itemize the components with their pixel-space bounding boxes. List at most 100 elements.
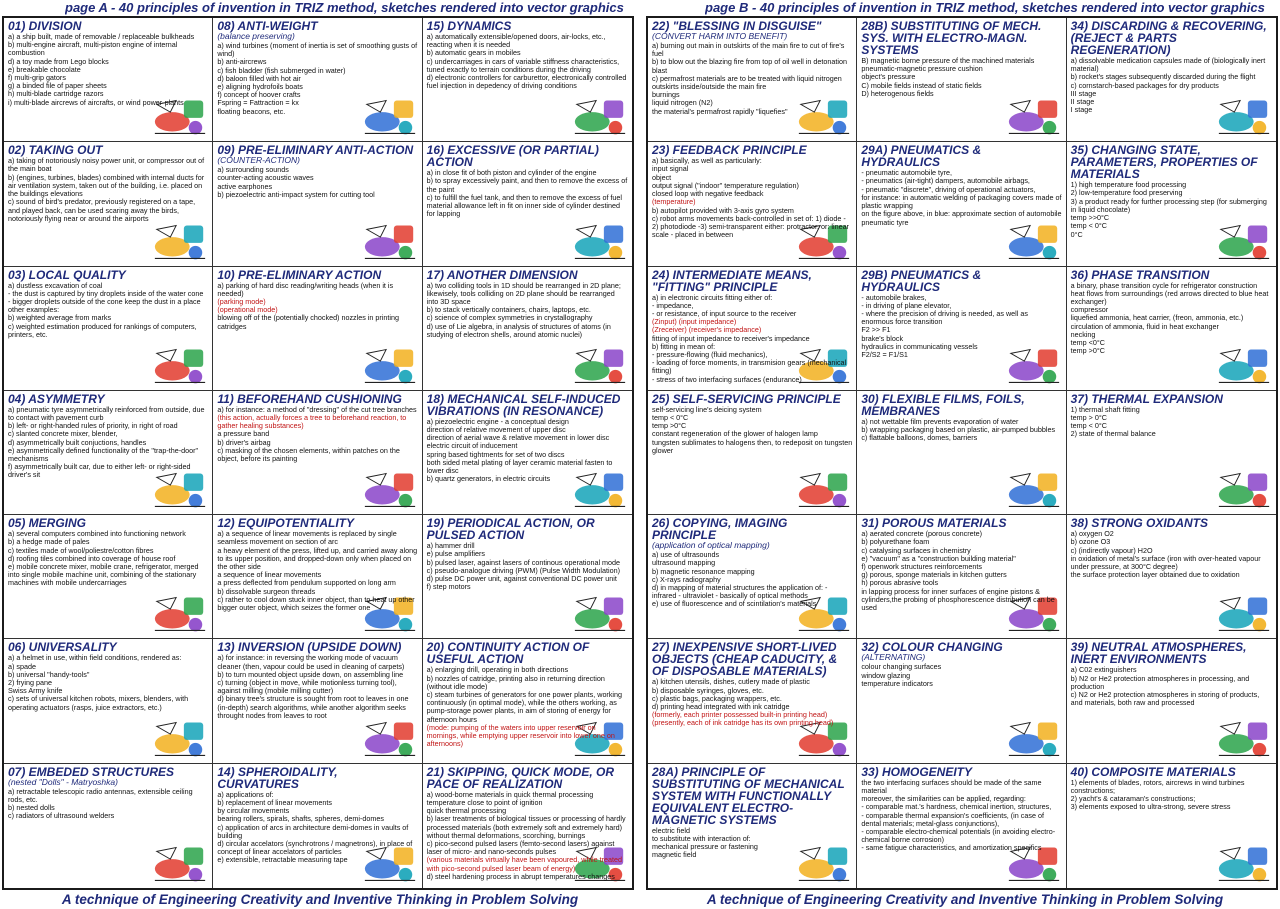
principle-sketch (574, 721, 626, 757)
description-line: h) multi-blade cartridge razors (8, 89, 104, 99)
description-line: a) a ship built, made of removable / rep… (8, 32, 195, 41)
description-line: - stress of two interfacing surfaces (en… (652, 374, 802, 384)
principle-description: a) in electronic circuits fitting either… (652, 293, 852, 384)
description-line: b) weighted average from marks (8, 313, 112, 323)
principle-title: 05) MERGING (8, 516, 87, 531)
description-line: C) mobile fields instead of static field… (861, 80, 982, 90)
principle-subtitle: (balance preserving) (217, 31, 295, 41)
description-line: c) rather to cool down stuck inner objec… (217, 594, 415, 612)
description-line: c) N2 or He2 protection atmospheres in s… (1070, 690, 1260, 708)
description-line: active earphones (217, 181, 273, 191)
description-line: b) (engines, turbines, blades) combined … (8, 172, 205, 199)
description-line: a) oxygen O2 (1070, 529, 1114, 539)
principle-description: a) dustless excavation of coal- the dust… (8, 281, 208, 339)
description-line: temp >0°C (652, 421, 687, 431)
description-line: c) sound of bird's predator, previously … (8, 197, 196, 223)
principle-title: 01) DIVISION (8, 19, 82, 33)
description-line: a) burning out main in outskirts of the … (652, 41, 845, 59)
description-line: the material's permafrost rapidly "lique… (652, 106, 788, 116)
description-line: b) rocket's stages subsequently discarde… (1070, 72, 1256, 82)
description-line: b) disposable syringes, gloves, etc. (652, 685, 764, 695)
description-line: - where the precision of driving is need… (861, 308, 1028, 327)
description-line: necking (1070, 329, 1096, 339)
description-line: 0°C (1070, 229, 1083, 239)
description-line: 2) frying pane (8, 678, 52, 688)
principle-title: 07) EMBEDED STRUCTURES (8, 764, 175, 779)
principle-cell: 21) SKIPPING, QUICK MODE, OR PACE OF REA… (423, 764, 632, 888)
description-line: - loading of force moments, in transmisi… (652, 358, 847, 376)
description-line: (Zinput) (input impedance) (652, 317, 737, 327)
description-line: a) for instance: a method of "dressing" … (217, 404, 417, 414)
description-line: b) replacement of linear movements (217, 797, 332, 807)
description-line: c) application of arcs in architecture d… (217, 822, 409, 840)
description-line: b) automatic gears in mobiles (426, 48, 521, 58)
description-line: a sequence of linear movements (217, 570, 322, 580)
description-line: b) driver's airbag (217, 437, 271, 447)
principle-description: a) piezoelectric engine - a conceptual d… (426, 417, 628, 484)
description-line: moreover, the similarities can be applie… (861, 794, 1026, 804)
description-line: 2) state of thermal balance (1070, 429, 1156, 439)
principle-sketch (799, 721, 850, 757)
description-line: direction of aerial wave & relative move… (426, 433, 610, 443)
principle-sketch (364, 348, 415, 384)
principle-title: 37) THERMAL EXPANSION (1070, 391, 1223, 406)
description-line: (mode: pumping of the waters into upper … (426, 722, 615, 749)
principle-subtitle: (CONVERT HARM INTO BENEFIT) (652, 31, 788, 41)
description-line: a heavy element of the press, lifted up,… (217, 545, 418, 571)
principle-sketch (364, 721, 415, 757)
principle-description: a) for instance: in reversing the workin… (217, 654, 417, 720)
description-line: electric field (652, 825, 690, 835)
principle-sketch (799, 597, 850, 632)
principle-sketch (1008, 597, 1059, 632)
description-line: 1) high temperature food processing (1070, 180, 1187, 190)
description-line: - comparable mat.'s hardness, chemical i… (861, 802, 1052, 812)
description-line: 2) low-temperature food preserving (1070, 188, 1183, 198)
description-line: c) catalysing surfaces in chemistry (861, 545, 971, 555)
description-line: d) in mapping of material structures the… (652, 582, 828, 601)
description-line: a) for instance: in reversing the workin… (217, 653, 405, 671)
description-line: a) not wettable film prevents evaporatio… (861, 416, 1019, 426)
principle-title: 31) POROUS MATERIALS (861, 516, 1007, 531)
description-line: (various materials virtually have been v… (426, 855, 623, 873)
description-line: input signal (652, 164, 689, 174)
description-line: b) a hedge made of pales (8, 537, 90, 547)
description-line: g) porous, sponge materials in kitchen g… (861, 570, 1007, 580)
description-line: a) hammer drill (426, 541, 475, 551)
description-line: c) cornstarch-based packages for dry pro… (1070, 80, 1219, 90)
principle-title: 19) PERIODICAL ACTION, OR PULSED ACTION (426, 516, 595, 543)
description-line: closed loop with negative feedback (652, 189, 764, 199)
principle-sketch (799, 100, 850, 135)
description-line: a) parking of hard disc reading/writing … (217, 280, 394, 298)
description-line: a) a helmet in use, within field conditi… (8, 653, 182, 663)
principle-description: a) applications of:b) replacement of lin… (217, 790, 417, 865)
principle-title: 28B) SUBSTITUTING OF MECH. SYS. WITH ELE… (861, 19, 1042, 57)
description-line: b) wrapping packaging based on plastic, … (861, 425, 1056, 435)
description-line: d) a toy made from Lego blocks (8, 56, 109, 66)
description-line: c) science of complex symmetries in crys… (426, 313, 593, 323)
principle-sketch (799, 473, 850, 508)
description-line: - comparable electro-chemical potentials… (861, 826, 1056, 845)
description-line: - pneumatic automobile tyre, (861, 168, 953, 178)
description-line: I stage (1070, 105, 1093, 115)
principle-description: a) automatically extensible/opened doors… (426, 32, 628, 90)
principle-title: 34) DISCARDING & RECOVERING, (REJECT & P… (1070, 19, 1267, 57)
principle-description: a) burning out main in outskirts of the … (652, 41, 852, 116)
principle-description: a) aerated concrete (porous concrete)b) … (861, 529, 1061, 612)
description-line: constant regeneration of the glower of h… (652, 429, 818, 439)
principle-title: 11) BEFOREHAND CUSHIONING (217, 391, 402, 406)
description-line: c) (indirectly vapour) H2O (1070, 545, 1153, 555)
principle-title: 23) FEEDBACK PRINCIPLE (652, 143, 807, 158)
principle-title: 35) CHANGING STATE, PARAMETERS, PROPERTI… (1070, 143, 1258, 182)
description-line: temp < 0°C (1070, 421, 1107, 431)
principle-title: 15) DYNAMICS (426, 19, 512, 33)
principle-description: the two interfacing surfaces should be m… (861, 778, 1061, 853)
